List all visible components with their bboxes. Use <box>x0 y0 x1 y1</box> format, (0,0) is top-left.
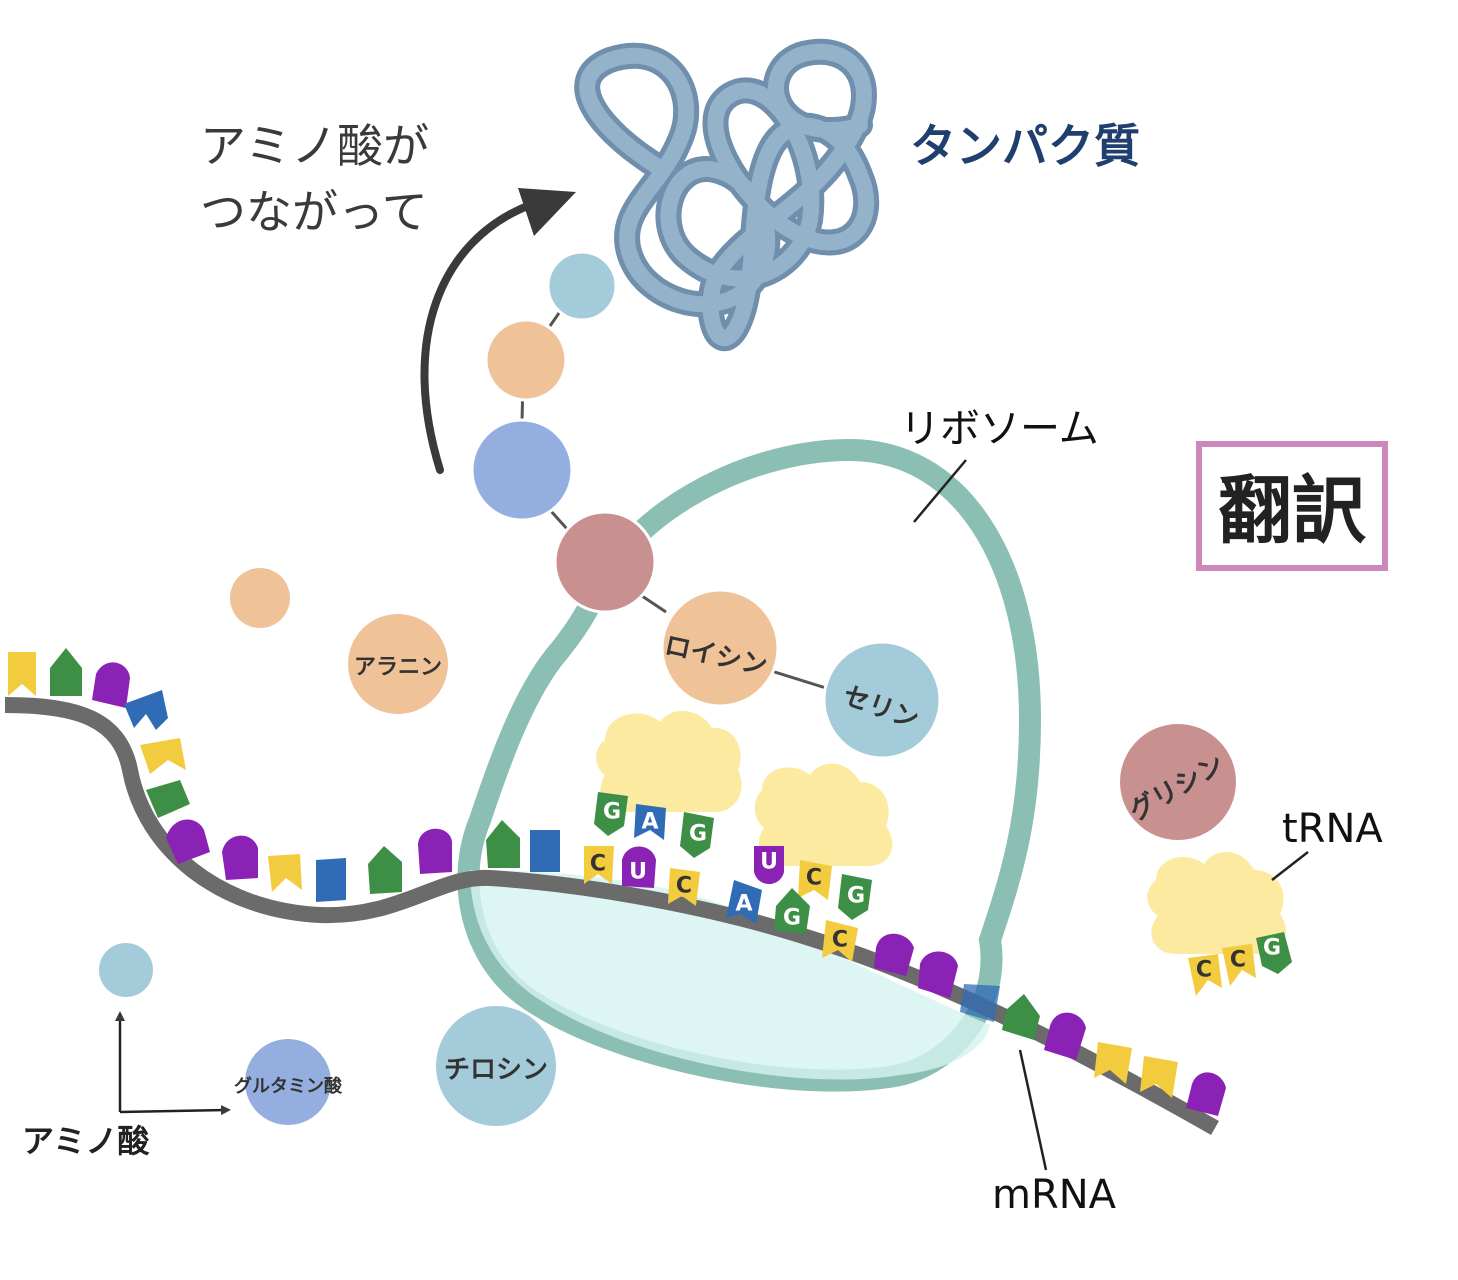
base-yellow <box>140 738 186 774</box>
base-letter: G <box>1263 936 1281 961</box>
base-purple <box>874 933 914 976</box>
base-blue <box>634 804 666 840</box>
base-yellow <box>1094 1042 1132 1084</box>
heading-line-2: つながって <box>200 185 428 239</box>
trna-free: C C G <box>1147 851 1292 996</box>
base-purple <box>918 951 958 998</box>
amino-acid-label-alanine: アラニン <box>354 655 442 680</box>
base-blue <box>726 880 762 924</box>
translation-label: 翻訳 <box>1218 468 1367 554</box>
base-yellow <box>584 846 614 884</box>
trna-1: G A G C U C <box>584 710 742 906</box>
base-letter: G <box>689 822 707 847</box>
amino-acid-label-tyrosine: チロシン <box>444 1055 548 1085</box>
base-yellow <box>1140 1056 1178 1098</box>
base-blue <box>124 690 168 730</box>
trna-body <box>754 763 893 866</box>
base-green <box>50 648 82 696</box>
base-letter: A <box>735 892 752 917</box>
trna-body <box>1147 851 1287 954</box>
amino-acid-legend-label: アミノ酸 <box>22 1122 150 1160</box>
amino-acid-chain-2 <box>484 318 568 402</box>
protein-chain <box>574 38 880 351</box>
base-letter: G <box>783 906 801 931</box>
base-blue <box>960 984 1000 1022</box>
base-green <box>594 792 628 836</box>
heading-line-1: アミノ酸が <box>200 119 429 173</box>
trna-leader-line <box>1271 851 1309 881</box>
trna-2-anticodon: U C G <box>754 846 872 920</box>
mrna-label: mRNA <box>992 1172 1117 1218</box>
mrna-2-codon: A G C <box>726 880 858 962</box>
base-letter: A <box>641 810 658 835</box>
base-purple <box>1044 1012 1086 1060</box>
base-green <box>774 888 810 934</box>
base-green <box>368 846 402 894</box>
ribosome-lower-fill <box>470 870 990 1080</box>
base-purple <box>622 846 656 888</box>
amino-acid-free-lightblue <box>99 943 153 997</box>
amino-acid-label-glutamic-acid: グルタミン酸 <box>234 1075 343 1097</box>
mrna-bases <box>8 648 1226 1116</box>
trna-1-anticodon: G A G <box>594 792 714 858</box>
base-letter: C <box>1196 958 1212 983</box>
base-letter: G <box>847 884 865 909</box>
base-letter: C <box>832 928 848 953</box>
base-yellow <box>1188 954 1222 996</box>
translation-box <box>1196 441 1388 571</box>
legend-arrow-right <box>119 1105 231 1116</box>
base-yellow <box>268 854 302 892</box>
amino-acid-legend-arrows <box>115 1011 231 1116</box>
amino-acid-chain-3 <box>470 418 574 522</box>
base-letter: C <box>590 852 606 877</box>
base-purple <box>92 662 130 708</box>
amino-acid-chain-4 <box>553 510 657 614</box>
base-letter: U <box>760 850 778 875</box>
arrow-head <box>518 188 576 236</box>
mrna-leader-line <box>1018 1049 1048 1171</box>
mrna-1-codon: C U C <box>584 846 700 906</box>
base-purple <box>166 819 210 864</box>
amino-acid-tyrosine <box>436 1006 556 1126</box>
trna-body <box>595 710 742 812</box>
trna-2: U C G A G C <box>726 763 893 962</box>
trna-free-anticodon: C C G <box>1188 932 1292 996</box>
base-letter: C <box>676 874 692 899</box>
base-yellow <box>798 860 832 900</box>
trna-label: tRNA <box>1282 806 1383 852</box>
amino-acid-alanine <box>348 614 448 714</box>
base-green <box>486 820 520 868</box>
base-letter: C <box>806 866 822 891</box>
base-blue <box>316 858 346 902</box>
base-green <box>838 874 872 920</box>
protein-label: タンパク質 <box>910 119 1140 173</box>
base-blue <box>530 830 560 872</box>
base-purple <box>418 828 452 874</box>
amino-acid-free-orange <box>230 568 290 628</box>
amino-acid-glycine <box>1120 724 1236 840</box>
base-yellow <box>822 920 858 962</box>
base-yellow <box>668 868 700 906</box>
base-purple <box>1186 1072 1226 1116</box>
amino-acid-serine <box>822 640 942 760</box>
curved-arrow <box>420 201 534 474</box>
ribosome-label: リボソーム <box>900 406 1099 452</box>
base-green <box>1002 994 1040 1040</box>
base-purple <box>754 846 784 884</box>
base-letter: U <box>629 860 647 885</box>
base-green <box>680 812 714 858</box>
amino-acid-glutamic-acid <box>245 1039 331 1125</box>
ribosome-leader-line <box>913 459 967 523</box>
base-yellow <box>1222 944 1256 986</box>
amino-acid-chain-1 <box>546 250 618 322</box>
base-yellow <box>8 652 36 696</box>
base-letter: G <box>603 800 621 825</box>
base-green <box>146 780 190 818</box>
amino-acid-leucine <box>660 588 780 708</box>
base-purple <box>222 835 258 880</box>
base-letter: C <box>1230 948 1246 973</box>
base-green <box>1256 932 1292 974</box>
